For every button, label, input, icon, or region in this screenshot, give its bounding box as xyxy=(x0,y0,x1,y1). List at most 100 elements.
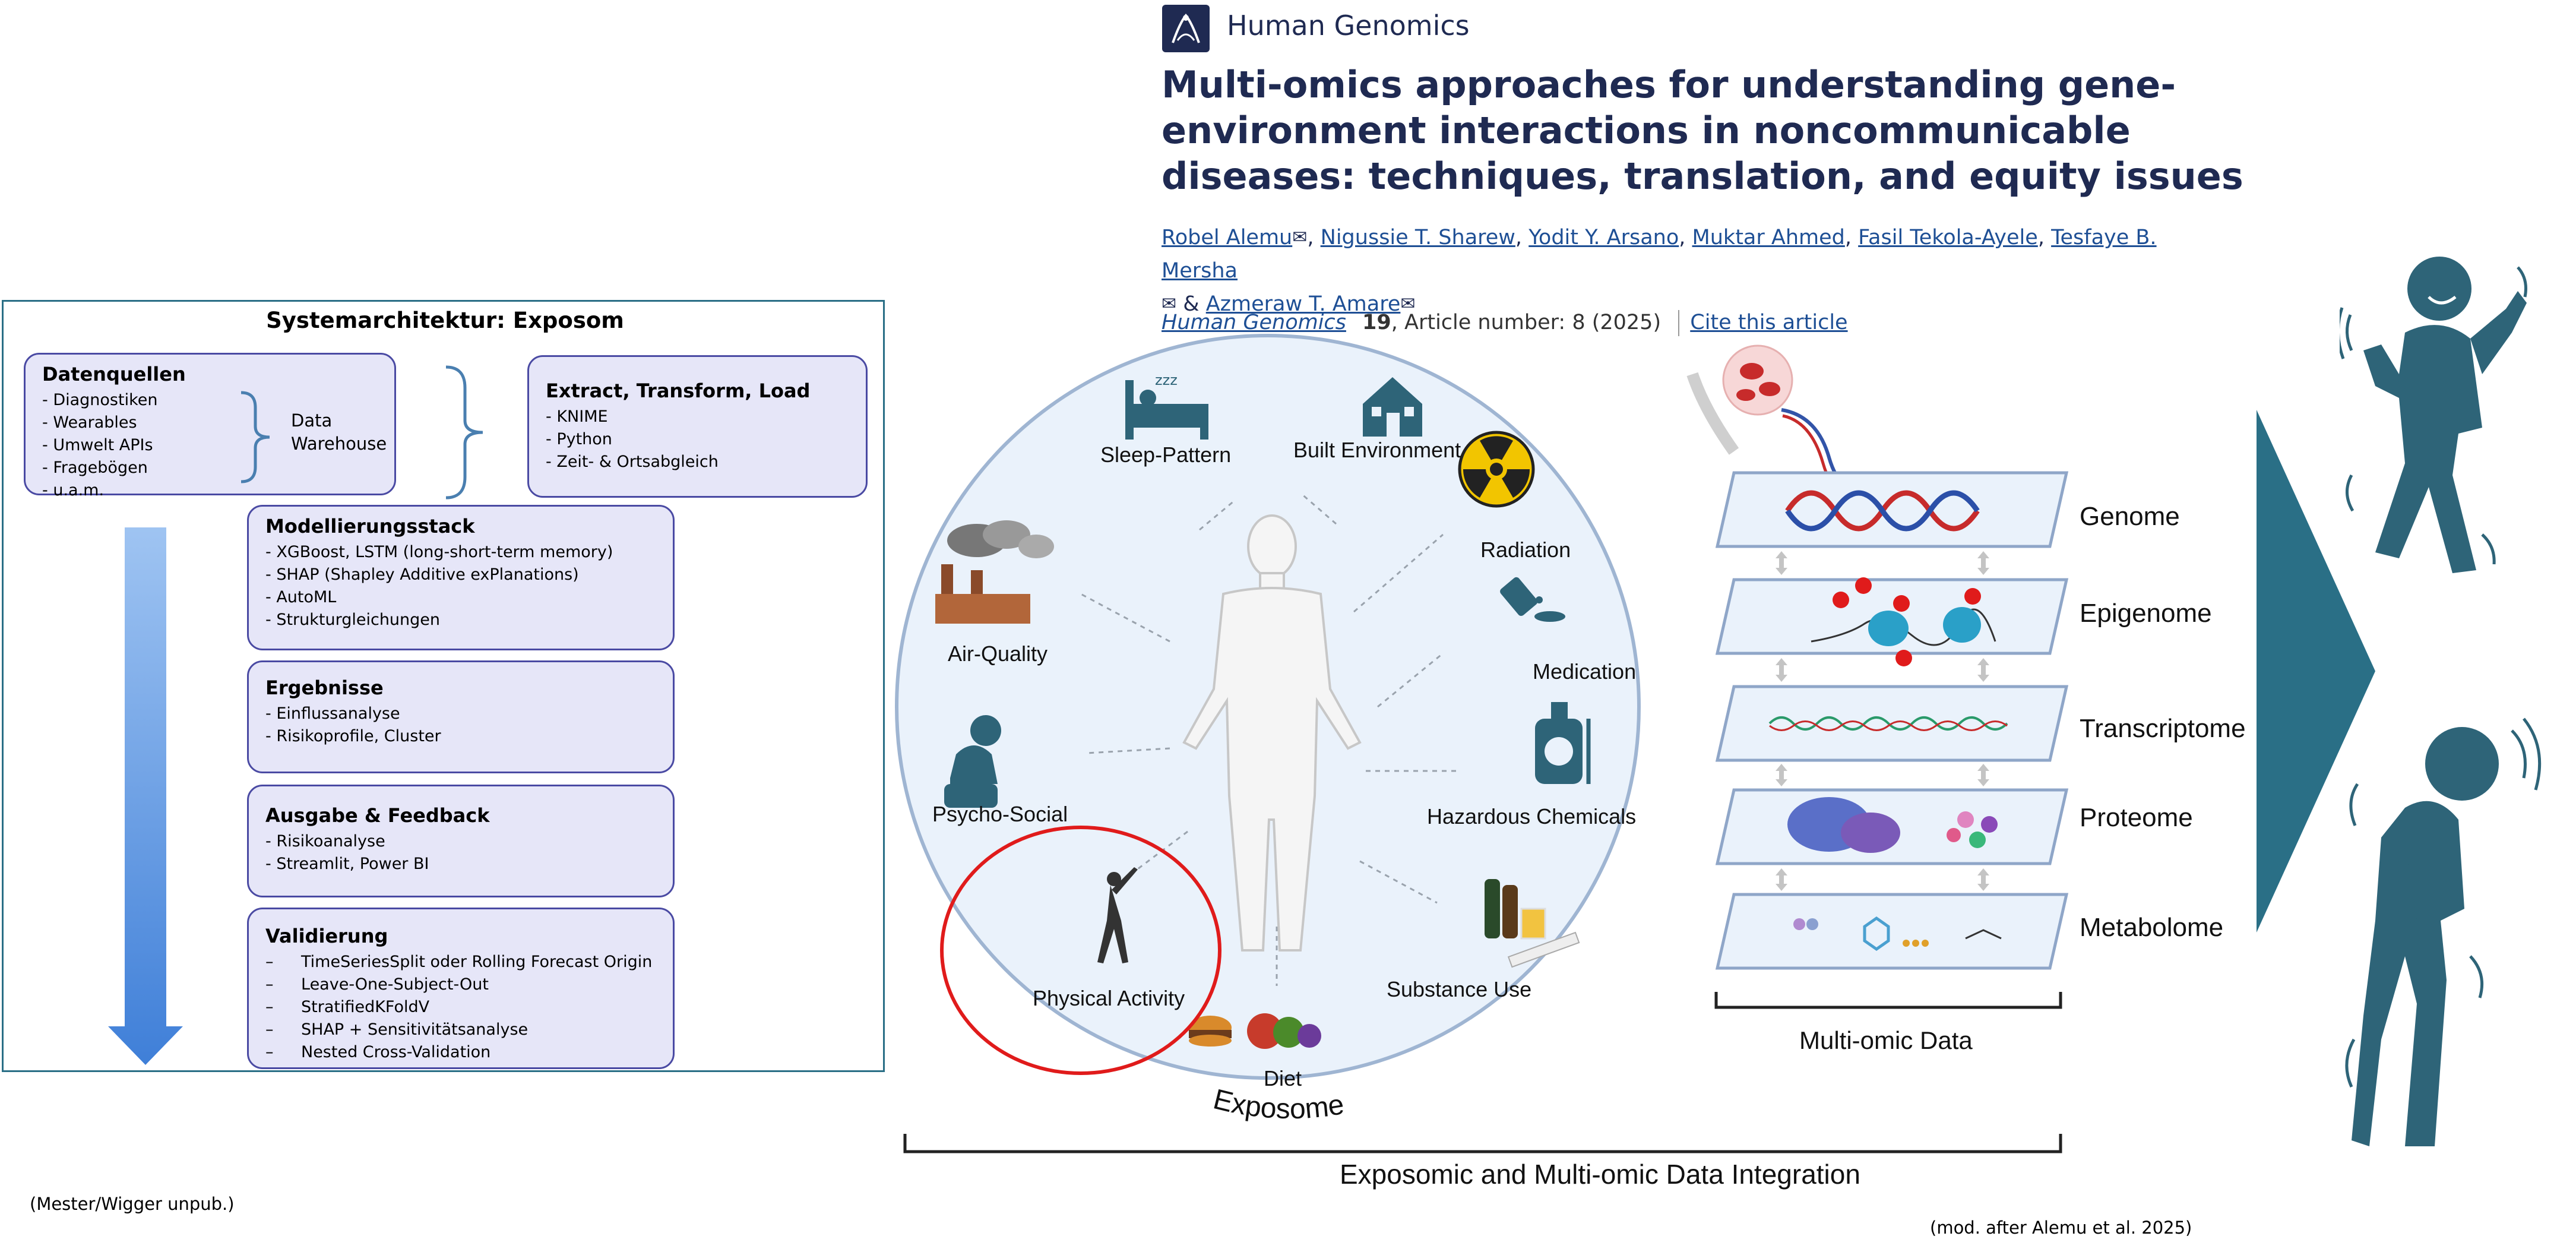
dash: – xyxy=(265,1043,274,1061)
datenquellen-item: - Wearables xyxy=(42,413,137,432)
integration-bracket xyxy=(903,1134,2062,1153)
citation-rest: , Article number: 8 (2025) xyxy=(1391,311,1662,334)
etl-box: Extract, Transform, Load - KNIME - Pytho… xyxy=(527,355,868,498)
ergebnisse-item: - Einflussanalyse xyxy=(265,704,400,723)
etl-title: Extract, Transform, Load xyxy=(546,380,811,402)
happy-person-icon xyxy=(2340,257,2527,573)
citation-volume: 19 xyxy=(1362,311,1391,334)
radiation-icon xyxy=(1458,431,1535,508)
author-link[interactable]: Robel Alemu xyxy=(1162,226,1293,249)
modellierung-box: Modellierungsstack - XGBoost, LSTM (long… xyxy=(247,505,675,650)
datenquellen-item: - Diagnostiken xyxy=(42,391,158,409)
rna-icon xyxy=(1768,716,2008,731)
brace-icon xyxy=(445,365,483,500)
journal-name: Human Genomics xyxy=(1227,10,1470,42)
medication-icon xyxy=(1500,577,1565,622)
triangle-arrow-icon xyxy=(2257,410,2375,932)
factor-label-built-environment: Built Environment xyxy=(1293,438,1461,462)
factory-icon xyxy=(935,520,1054,624)
protein-icon xyxy=(1787,797,1998,853)
omic-label-metabolome: Metabolome xyxy=(2080,913,2224,942)
modellierung-item: - SHAP (Shapley Additive exPlanations) xyxy=(265,565,579,584)
omic-label-proteome: Proteome xyxy=(2080,803,2193,832)
author-link[interactable]: Muktar Ahmed xyxy=(1692,226,1845,249)
validierung-item-text: TimeSeriesSplit oder Rolling Forecast Or… xyxy=(301,953,653,971)
cite-article-link[interactable]: Cite this article xyxy=(1690,311,1848,334)
factor-label-air-quality: Air-Quality xyxy=(948,641,1048,666)
architecture-panel: Systemarchitektur: Exposom Datenquellen … xyxy=(2,300,885,1072)
stressed-person-icon xyxy=(944,715,1001,808)
dna-icon xyxy=(1785,490,1980,532)
modellierung-item: - AutoML xyxy=(265,588,337,606)
factor-label-radiation: Radiation xyxy=(1480,538,1571,562)
factor-label-sleep: Sleep-Pattern xyxy=(1100,442,1232,467)
etl-item: - KNIME xyxy=(546,407,608,426)
validierung-item: – TimeSeriesSplit oder Rolling Forecast O… xyxy=(265,951,656,973)
modellierung-item: - XGBoost, LSTM (long-short-term memory) xyxy=(265,543,613,561)
divider xyxy=(1678,310,1680,336)
architecture-title: Systemarchitektur: Exposom xyxy=(266,308,624,333)
factor-label-psycho-social: Psycho-Social xyxy=(932,802,1068,826)
author-link[interactable]: Nigussie T. Sharew xyxy=(1320,226,1515,249)
modellierung-item: - Strukturgleichungen xyxy=(265,611,441,629)
factor-label-medication: Medication xyxy=(1533,659,1637,684)
mail-icon[interactable]: ✉ xyxy=(1400,293,1416,314)
left-credit: (Mester/Wigger unpub.) xyxy=(30,1194,235,1214)
human-body-icon xyxy=(1182,514,1362,951)
author-amp: & xyxy=(1183,292,1200,316)
metabolite-icon xyxy=(1793,916,2002,951)
omics-stack xyxy=(1714,471,2069,1009)
factor-label-hazardous-chemicals: Hazardous Chemicals xyxy=(1427,804,1637,829)
validierung-item-text: Leave-One-Subject-Out xyxy=(301,975,489,994)
article-title-line: environment interactions in noncommunica… xyxy=(1162,109,2131,152)
right-credit: (mod. after Alemu et al. 2025) xyxy=(1930,1218,2192,1238)
citation-journal-link[interactable]: Human Genomics xyxy=(1162,311,1346,334)
etl-item: - Python xyxy=(546,430,612,448)
validierung-item: –StratifiedKFoldV xyxy=(265,996,656,1019)
sad-person-icon xyxy=(2345,717,2542,1146)
citation-line: Human Genomics 19, Article number: 8 (20… xyxy=(1162,310,1848,336)
house-icon xyxy=(1363,377,1422,437)
substance-icon xyxy=(1485,879,1580,968)
etl-item: - Zeit- & Ortsabgleich xyxy=(546,453,719,471)
mail-icon[interactable]: ✉ xyxy=(1292,227,1308,248)
ergebnisse-item: - Risikoprofile, Cluster xyxy=(265,727,441,745)
chemical-sprayer-icon xyxy=(1535,702,1591,784)
author-link[interactable]: Azmeraw T. Amare xyxy=(1205,292,1401,316)
bed-icon: zzz xyxy=(1125,372,1208,440)
factor-label-diet: Diet xyxy=(1264,1066,1302,1090)
datenquellen-box: Datenquellen - Diagnostiken - Wearables … xyxy=(24,353,396,500)
validierung-box: Validierung –TimeSeriesSplit oder Rollin… xyxy=(247,908,675,1069)
datenquellen-item: - u.a.m. xyxy=(42,481,105,500)
author-link[interactable]: Tesfaye B. Mersha xyxy=(1162,226,2157,283)
brace-icon xyxy=(240,391,270,483)
datenquellen-title: Datenquellen xyxy=(42,363,186,385)
article-title-line: Multi-omics approaches for understanding… xyxy=(1162,63,2176,106)
ausgabe-item: - Streamlit, Power BI xyxy=(265,855,429,873)
author-link[interactable]: Yodit Y. Arsano xyxy=(1528,226,1679,249)
datenquellen-item: - Fragebögen xyxy=(42,459,148,477)
ausgabe-title: Ausgabe & Feedback xyxy=(265,804,490,827)
dash: – xyxy=(265,1020,274,1039)
modellierung-title: Modellierungsstack xyxy=(265,515,475,538)
ausgabe-item: - Risikoanalyse xyxy=(265,832,385,851)
journal-logo-icon xyxy=(1162,5,1210,52)
factor-label-substance-use: Substance Use xyxy=(1387,977,1532,1001)
author-link[interactable]: Fasil Tekola-Ayele xyxy=(1858,226,2038,249)
data-warehouse-label-1: Data xyxy=(291,410,333,431)
mail-icon[interactable]: ✉ xyxy=(1162,293,1177,314)
dash: – xyxy=(265,975,274,994)
validierung-item: – Nested Cross-Validation xyxy=(265,1041,656,1064)
validierung-item-text: Nested Cross-Validation xyxy=(301,1043,491,1061)
article-title-line: diseases: techniques, translation, and e… xyxy=(1162,154,2243,198)
ergebnisse-box: Ergebnisse - Einflussanalyse - Risikopro… xyxy=(247,660,675,773)
omic-label-genome: Genome xyxy=(2080,502,2180,531)
rna-icon xyxy=(1769,720,2008,731)
nucleosome-icon xyxy=(1811,577,1996,666)
multi-omic-label: Multi-omic Data xyxy=(1799,1026,1973,1054)
highlight-circle xyxy=(940,826,1221,1075)
validierung-item-text: StratifiedKFoldV xyxy=(301,998,430,1016)
integration-label: Exposomic and Multi-omic Data Integratio… xyxy=(1340,1159,1860,1190)
dash: – xyxy=(265,953,274,971)
